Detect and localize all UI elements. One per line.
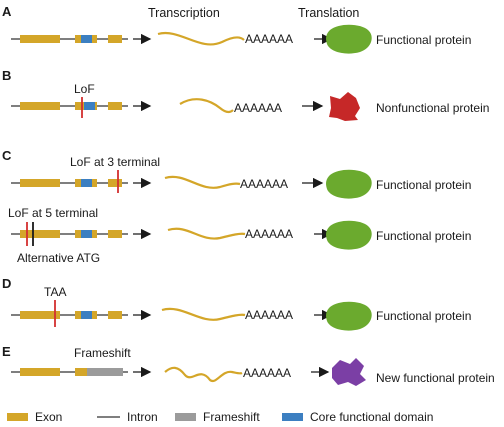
core-domain-block [81, 35, 92, 43]
panel-letter-a: A [2, 4, 12, 19]
outcome-label-c1: Functional protein [376, 178, 471, 192]
legend-core-domain-swatch [282, 413, 303, 421]
legend-intron-label: Intron [127, 410, 158, 424]
exon-block [20, 102, 60, 110]
functional-protein-shape [326, 220, 372, 250]
panel-letter-b: B [2, 68, 11, 83]
lof-5-terminal-label: LoF at 5 terminal [8, 206, 98, 220]
stop-codon-label: TAA [44, 285, 66, 299]
panel-a: A AAAAAA Functional protein [2, 4, 471, 54]
gene-model-c2 [11, 222, 128, 246]
frameshift-block [87, 368, 123, 376]
legend-frameshift-label: Frameshift [203, 410, 260, 424]
lof-3-terminal-label: LoF at 3 terminal [70, 155, 160, 169]
polya-tail: AAAAAA [245, 308, 293, 322]
functional-protein-shape [326, 301, 372, 331]
exon-block [20, 311, 60, 319]
exon-block [75, 368, 87, 376]
panel-c: C LoF at 3 terminal AAAAAA Functional pr… [2, 148, 471, 199]
mrna-strand-altered [164, 366, 243, 383]
panel-letter-e: E [2, 344, 11, 359]
core-domain-block [81, 179, 92, 187]
polya-tail: AAAAAA [234, 101, 282, 115]
gene-model-b [11, 97, 128, 118]
exon-block [108, 179, 122, 187]
polya-tail: AAAAAA [243, 366, 291, 380]
gene-model-a [11, 35, 128, 43]
lof-label: LoF [74, 82, 95, 96]
outcome-label-e: New functional protein [376, 371, 495, 385]
outcome-label-d: Functional protein [376, 309, 471, 323]
frameshift-label: Frameshift [74, 346, 131, 360]
mrna-strand-truncated [179, 98, 234, 114]
mrna-strand [167, 227, 246, 240]
exon-block [20, 230, 60, 238]
legend-frameshift-swatch [175, 413, 196, 421]
legend-exon-swatch [7, 413, 28, 421]
outcome-label-a: Functional protein [376, 33, 471, 47]
panel-letter-d: D [2, 276, 11, 291]
transcription-header: Transcription [148, 6, 220, 20]
polya-tail: AAAAAA [240, 177, 288, 191]
mrna-strand [157, 31, 245, 46]
exon-block [20, 179, 60, 187]
new-protein-shape [332, 358, 366, 386]
alternative-atg-label: Alternative ATG [17, 251, 100, 265]
core-domain-block [81, 311, 92, 319]
translation-header: Translation [298, 6, 359, 20]
exon-block [20, 35, 60, 43]
gene-model-d [11, 300, 128, 327]
mrna-strand [161, 307, 246, 321]
legend-core-domain-label: Core functional domain [310, 410, 433, 424]
functional-protein-shape [326, 169, 372, 199]
polya-tail: AAAAAA [245, 32, 293, 46]
panel-c-second: LoF at 5 terminal Alternative ATG AAAAAA… [8, 206, 471, 265]
core-domain-block [84, 102, 95, 110]
exon-block [20, 368, 60, 376]
exon-block [108, 311, 122, 319]
panel-e: E Frameshift AAAAAA New functional prote… [2, 344, 495, 386]
panel-letter-c: C [2, 148, 12, 163]
gene-model-e [11, 368, 128, 376]
exon-block [108, 102, 122, 110]
exon-block [108, 230, 122, 238]
outcome-label-c2: Functional protein [376, 229, 471, 243]
legend-exon-label: Exon [35, 410, 62, 424]
panel-d: D TAA AAAAAA Functional protein [2, 276, 471, 331]
outcome-label-b: Nonfunctional protein [376, 101, 489, 115]
nonfunctional-protein-shape [329, 92, 360, 121]
mrna-strand [164, 175, 241, 189]
legend: Exon Intron Frameshift Core functional d… [7, 410, 433, 424]
exon-block [108, 35, 122, 43]
functional-protein-shape [326, 24, 372, 54]
polya-tail: AAAAAA [245, 227, 293, 241]
panel-b: B LoF AAAAAA Nonfunctional protein [2, 68, 489, 121]
gene-model-c1 [11, 170, 128, 193]
core-domain-block [81, 230, 92, 238]
